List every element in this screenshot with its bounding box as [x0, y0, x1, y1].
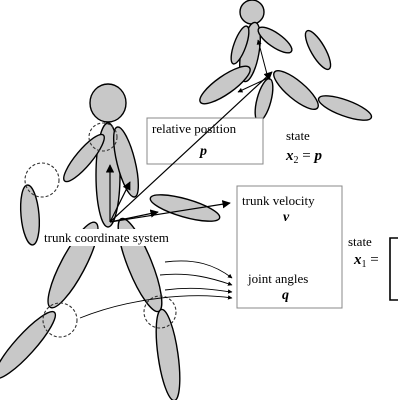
state-upper-equation: x2 = p [285, 148, 322, 166]
state-x1-bracket [389, 237, 398, 301]
joint-curves [79, 260, 233, 319]
relative-position-symbol: p [199, 144, 207, 159]
rear-thigh-right [273, 70, 319, 110]
joint-angles-label: joint angles [247, 271, 308, 286]
joint-curve-3 [164, 287, 233, 294]
rear-forearm-right [304, 29, 332, 71]
rear-upper-arm-left [230, 25, 250, 65]
rear-figure [199, 0, 373, 123]
joint-curve-2 [159, 273, 233, 286]
front-shin-right [155, 308, 181, 400]
front-upper-arm-left [63, 133, 105, 183]
state-upper-sub: 2 [294, 155, 299, 166]
joint-marker-knee-right [143, 295, 177, 329]
trunk-arrows [105, 71, 273, 223]
rear-upper-arm-right [257, 26, 293, 54]
joint-marker-knee-left [42, 302, 78, 338]
rear-head [239, 0, 265, 25]
rear-shin-right [317, 95, 373, 121]
state-upper-label: state [286, 128, 310, 143]
front-forearm-right [149, 194, 221, 222]
front-head [89, 83, 127, 123]
joint-marker-elbow [24, 162, 60, 198]
state-upper-p: p [312, 148, 322, 164]
front-forearm-left [19, 184, 41, 246]
joint-angles-symbol: q [282, 288, 289, 303]
state-right-label: state [348, 234, 372, 249]
joint-markers [24, 122, 177, 338]
state-right-sub: 1 [362, 259, 367, 270]
velocity-angles-box [236, 185, 343, 309]
trunk-velocity-symbol: v [283, 210, 290, 225]
joint-curve-1 [164, 260, 233, 279]
state-upper-x: x [285, 148, 294, 164]
state-upper-eq: = [299, 148, 315, 164]
joint-marker-shoulder [88, 122, 118, 152]
relative-position-box [146, 117, 264, 165]
trunk-velocity-label: trunk velocity [242, 193, 315, 208]
state-right-equation: x1 = [353, 252, 379, 270]
rear-thigh-left [199, 65, 251, 105]
front-shin-left [0, 310, 57, 380]
trunk-coordinate-system-label: trunk coordinate system [44, 230, 169, 245]
arrow-trunk-forward [109, 209, 159, 223]
arrow-trunk-velocity [109, 200, 231, 223]
relative-position-label: relative position [152, 121, 237, 136]
arrow-relative-position [109, 71, 273, 223]
front-upper-arm-right [112, 126, 140, 198]
trunk-coordinate-label-bg [42, 229, 214, 246]
arrow-trunk-diag [109, 181, 131, 223]
joint-curve-4 [79, 295, 233, 319]
state-right-x: x [353, 252, 362, 268]
state-right-eq: = [367, 252, 379, 268]
rear-frame-arrow-1 [256, 39, 269, 79]
